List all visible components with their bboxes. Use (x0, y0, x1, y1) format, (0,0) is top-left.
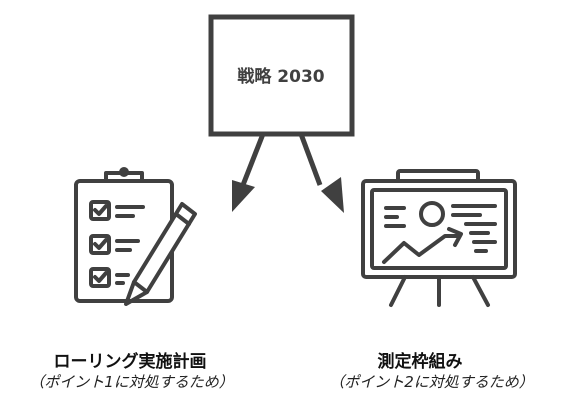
left-item-subtitle: （ポイント1に対処するため） (29, 373, 234, 391)
left-item-title: ローリング実施計画 (53, 352, 207, 372)
clipboard-checklist-icon (74, 167, 197, 306)
arrow-right (298, 133, 344, 213)
right-item-subtitle: （ポイント2に対処するため） (329, 373, 534, 391)
right-item-title: 測定枠組み (377, 352, 463, 372)
arrow-left (232, 133, 266, 212)
strategy-box: 戦略 2030 (208, 14, 355, 137)
strategy-box-label: 戦略 2030 (237, 66, 324, 87)
presentation-board-icon (361, 169, 517, 307)
